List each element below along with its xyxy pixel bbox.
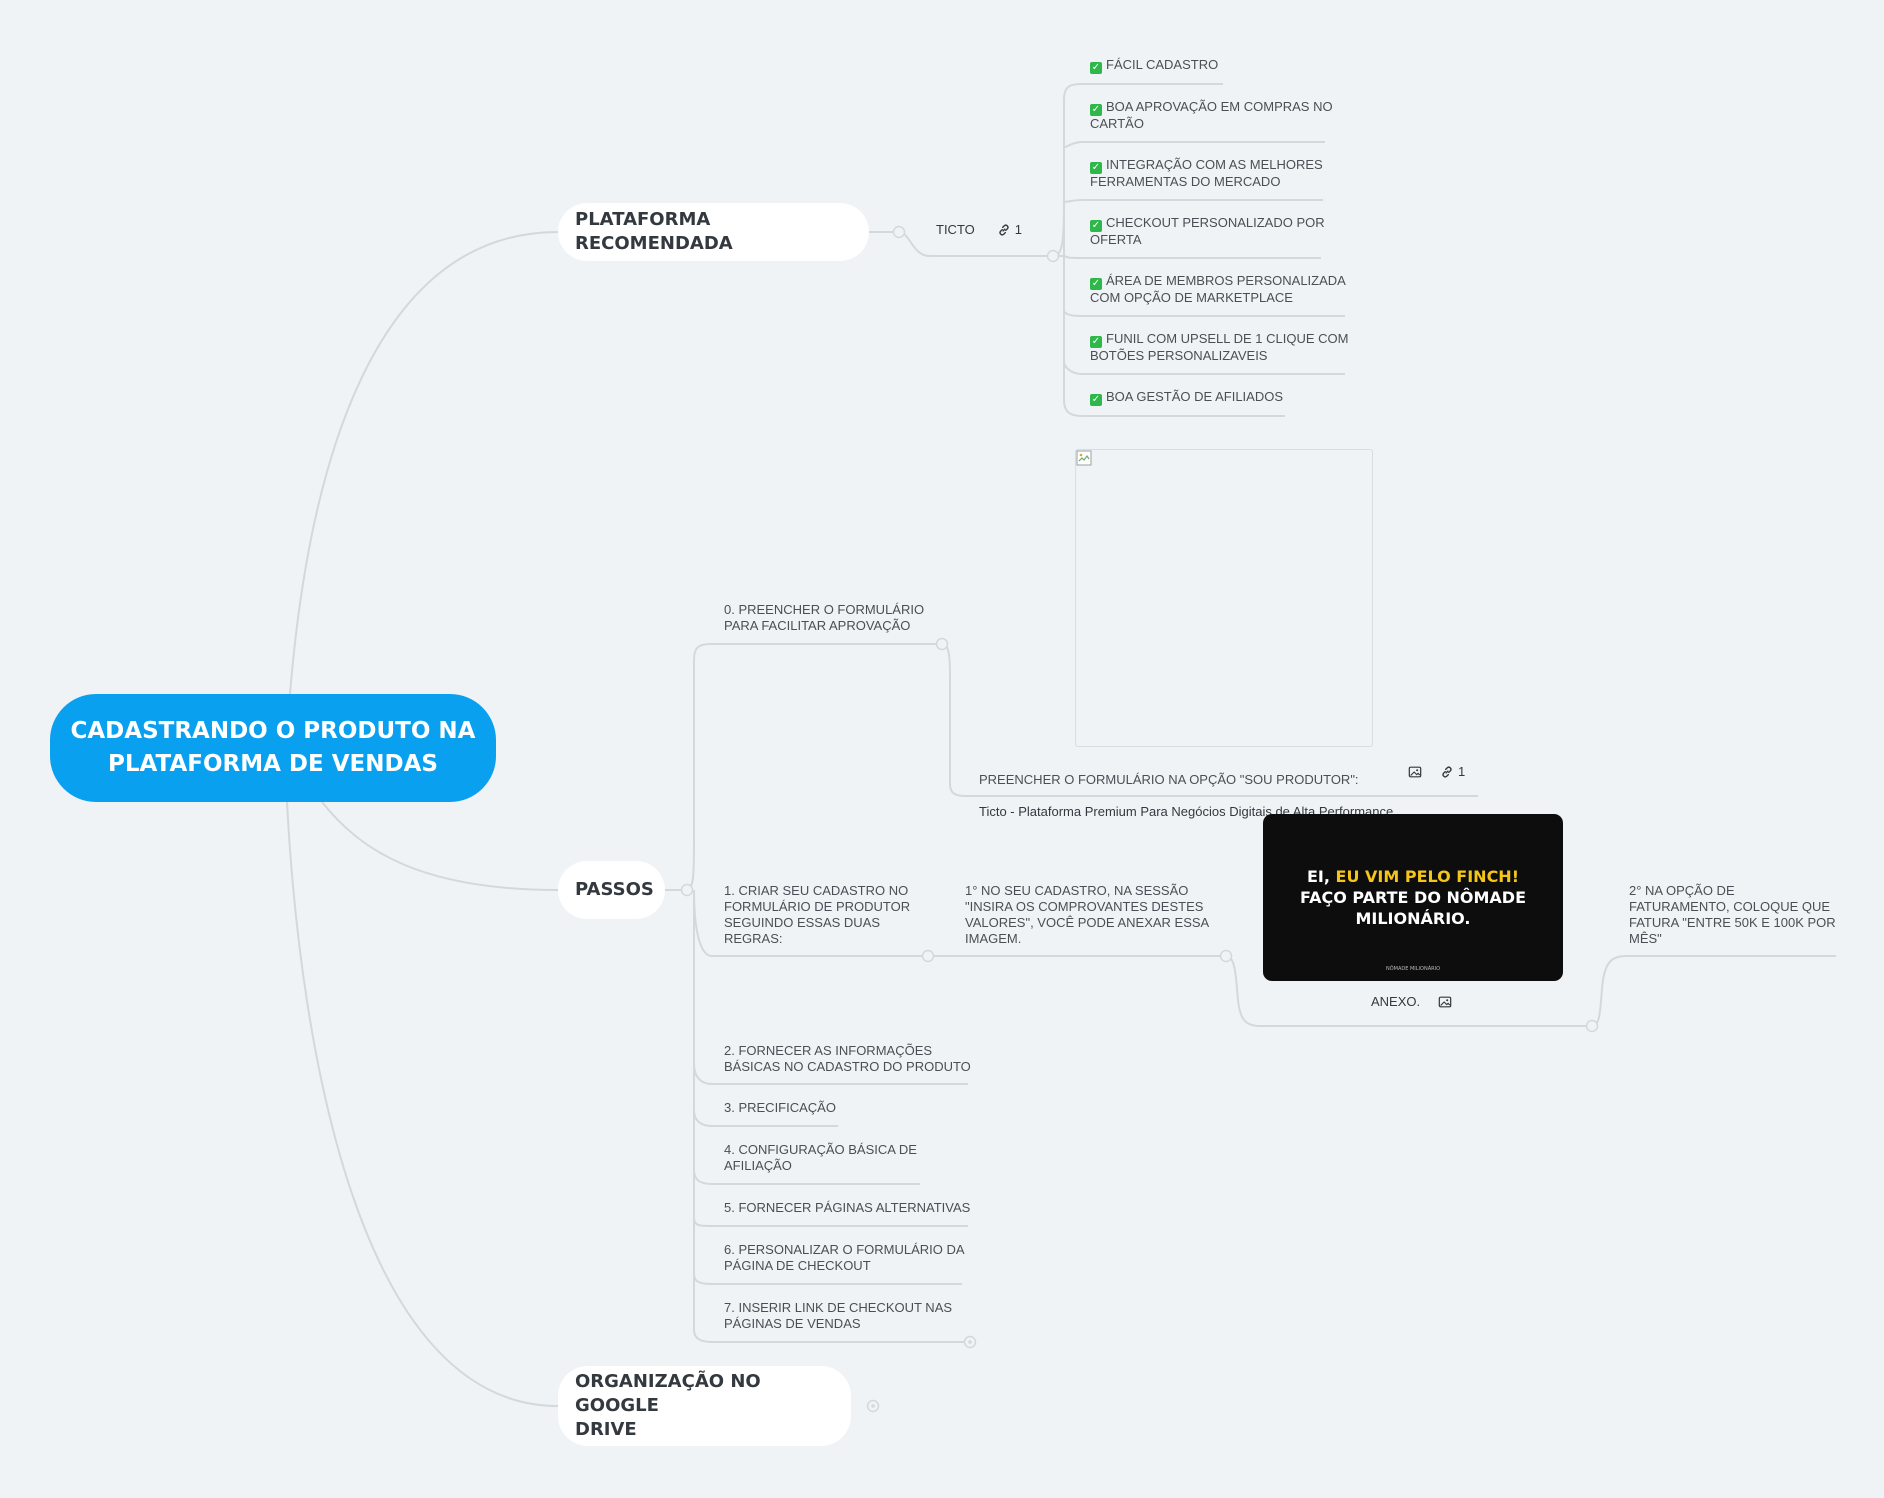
- benefit-item[interactable]: ✓ÁREA DE MEMBROS PERSONALIZADA COM OPÇÃO…: [1090, 273, 1346, 305]
- step-item[interactable]: 2. FORNECER AS INFORMAÇÕES BÁSICAS NO CA…: [724, 1043, 971, 1074]
- step-item[interactable]: 5. FORNECER PÁGINAS ALTERNATIVAS: [724, 1200, 971, 1215]
- branch-passos[interactable]: PASSOS: [558, 861, 665, 919]
- step-item[interactable]: 4. CONFIGURAÇÃO BÁSICA DE AFILIAÇÃO: [724, 1142, 917, 1173]
- ticto-topic[interactable]: TICTO 1: [936, 222, 1022, 237]
- image-icon[interactable]: [1408, 765, 1422, 779]
- check-icon: ✓: [1090, 104, 1102, 116]
- step-1-rule-1[interactable]: 1° NO SEU CADASTRO, NA SESSÃO "INSIRA OS…: [965, 883, 1210, 946]
- benefit-item[interactable]: ✓CHECKOUT PERSONALIZADO POR OFERTA: [1090, 215, 1325, 247]
- step-item[interactable]: 6. PERSONALIZAR O FORMULÁRIO DA PÁGINA D…: [724, 1242, 965, 1273]
- step-0-child[interactable]: PREENCHER O FORMULÁRIO NA OPÇÃO "SOU PRO…: [979, 756, 1393, 836]
- step-0-child-line2[interactable]: Ticto - Plataforma Premium Para Negócios…: [979, 804, 1394, 819]
- benefit-item[interactable]: ✓INTEGRAÇÃO COM AS MELHORES FERRAMENTAS …: [1090, 157, 1323, 189]
- branch-label: ORGANIZAÇÃO NO GOOGLE DRIVE: [575, 1371, 761, 1440]
- step-item[interactable]: 7. INSERIR LINK DE CHECKOUT NAS PÁGINAS …: [724, 1300, 953, 1331]
- root-topic[interactable]: CADASTRANDO O PRODUTO NA PLATAFORMA DE V…: [50, 694, 496, 802]
- link-icon[interactable]: [1440, 765, 1454, 779]
- branch-label: PLATAFORMA RECOMENDADA: [575, 209, 733, 254]
- attachment-image-line1: EI, EU VIM PELO FINCH!: [1306, 867, 1519, 886]
- broken-image: [1075, 449, 1373, 747]
- broken-image-icon: [1076, 450, 1092, 466]
- check-icon: ✓: [1090, 220, 1102, 232]
- check-icon: ✓: [1090, 336, 1102, 348]
- benefit-item[interactable]: ✓FÁCIL CADASTRO: [1090, 57, 1219, 74]
- step-1-rule-2[interactable]: 2° NA OPÇÃO DE FATURAMENTO, COLOQUE QUE …: [1629, 883, 1836, 946]
- benefit-item[interactable]: ✓BOA GESTÃO DE AFILIADOS: [1090, 389, 1283, 406]
- benefit-item[interactable]: ✓FUNIL COM UPSELL DE 1 CLIQUE COM BOTÕES…: [1090, 331, 1349, 363]
- attachment-image-line2: FAÇO PARTE DO NÔMADE MILIONÁRIO.: [1299, 888, 1526, 928]
- attachment-topic[interactable]: ANEXO.: [1371, 994, 1452, 1009]
- step-0-child-meta: 1: [1408, 764, 1465, 779]
- branch-plataforma-recomendada[interactable]: PLATAFORMA RECOMENDADA: [558, 203, 869, 261]
- link-count: 1: [1014, 222, 1022, 237]
- step-item[interactable]: 3. PRECIFICAÇÃO: [724, 1100, 836, 1115]
- step-1[interactable]: 1. CRIAR SEU CADASTRO NO FORMULÁRIO DE P…: [724, 883, 911, 946]
- step-0-child-line1: PREENCHER O FORMULÁRIO NA OPÇÃO "SOU PRO…: [979, 772, 1359, 787]
- link-count: 1: [1458, 764, 1466, 779]
- check-icon: ✓: [1090, 394, 1102, 406]
- check-icon: ✓: [1090, 162, 1102, 174]
- benefit-item[interactable]: ✓BOA APROVAÇÃO EM COMPRAS NO CARTÃO: [1090, 99, 1333, 131]
- step-0[interactable]: 0. PREENCHER O FORMULÁRIO PARA FACILITAR…: [724, 602, 925, 633]
- attachment-image[interactable]: EI, EU VIM PELO FINCH! FAÇO PARTE DO NÔM…: [1263, 814, 1563, 981]
- check-icon: ✓: [1090, 62, 1102, 74]
- ticto-label: TICTO: [936, 222, 975, 237]
- image-icon[interactable]: [1438, 995, 1452, 1009]
- branch-label: PASSOS: [575, 879, 654, 900]
- branch-organizacao-google-drive[interactable]: ORGANIZAÇÃO NO GOOGLE DRIVE: [558, 1366, 851, 1446]
- attachment-image-brand: NÔMADE MILIONÁRIO: [1385, 966, 1441, 972]
- check-icon: ✓: [1090, 278, 1102, 290]
- attachment-label: ANEXO.: [1371, 994, 1421, 1009]
- link-icon[interactable]: [997, 223, 1011, 237]
